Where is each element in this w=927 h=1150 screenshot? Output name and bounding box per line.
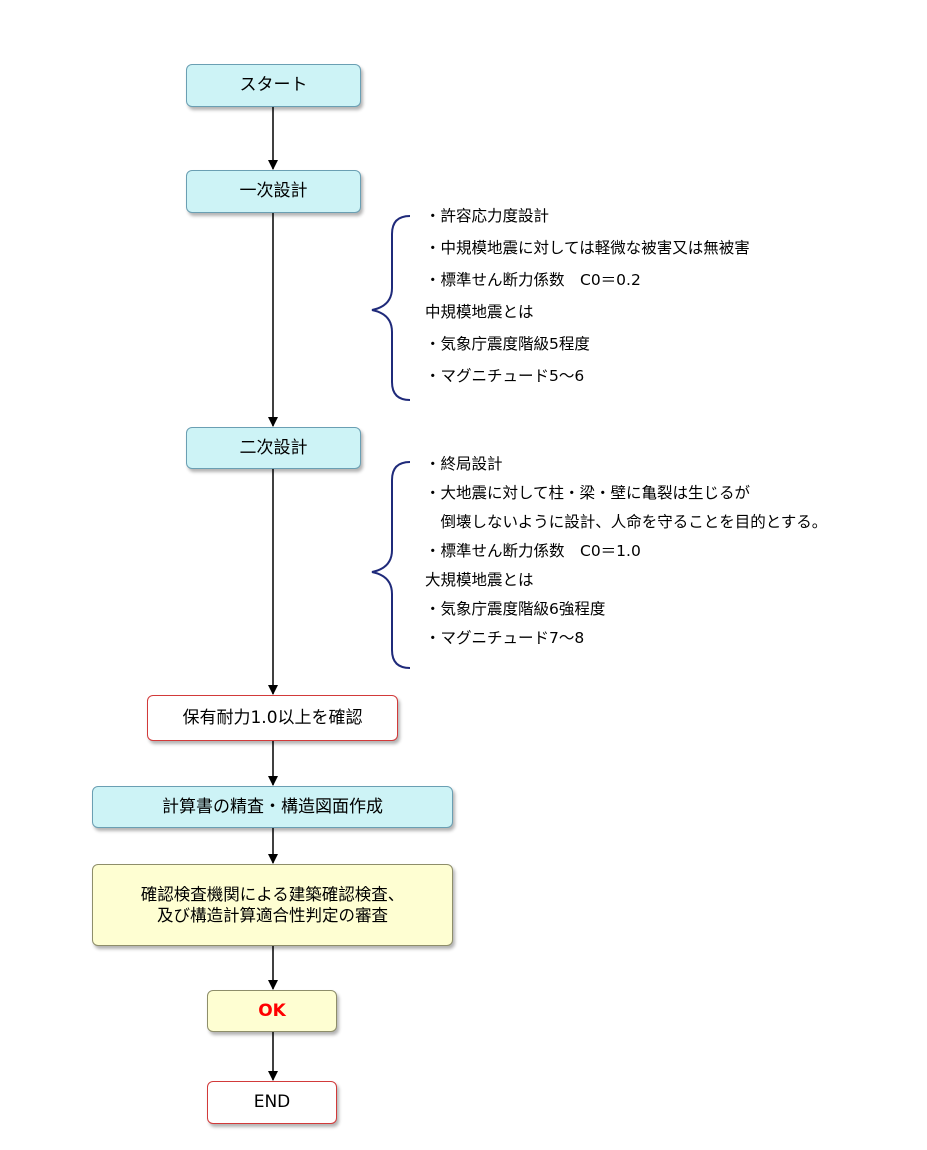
note-line: ・標準せん断力係数 C0＝1.0: [425, 541, 641, 560]
bracket-primary: [371, 215, 411, 401]
note-line: 大規模地震とは: [425, 570, 534, 589]
start-node: スタート: [186, 64, 361, 107]
end-node: END: [207, 1081, 337, 1124]
bracket-secondary: [371, 461, 411, 669]
note-line: ・中規模地震に対しては軽微な被害又は無被害: [425, 239, 750, 257]
primary-design-node: 一次設計: [186, 170, 361, 213]
note-line: ・許容応力度設計: [425, 207, 550, 225]
note-line: ・終局設計: [425, 454, 503, 473]
note-line: ・マグニチュード7～8: [425, 628, 585, 647]
ok-node: OK: [207, 990, 337, 1032]
confirm-capacity-node: 保有耐力1.0以上を確認: [147, 695, 398, 741]
secondary-design-node: 二次設計: [186, 427, 361, 469]
note-line: ・大地震に対して柱・梁・壁に亀裂は生じるが: [425, 483, 751, 502]
note-line: ・気象庁震度階級5程度: [425, 335, 590, 353]
note-line: ・マグニチュード5～6: [425, 367, 585, 385]
note-line: 倒壊しないように設計、人命を守ることを目的とする。: [425, 512, 828, 531]
note-line: ・気象庁震度階級6強程度: [425, 599, 606, 618]
inspection-node: 確認検査機関による建築確認検査、 及び構造計算適合性判定の審査: [92, 864, 453, 946]
note-line: ・標準せん断力係数 C0＝0.2: [425, 271, 641, 289]
secondary-design-notes: ・終局設計 ・大地震に対して柱・梁・壁に亀裂は生じるが 倒壊しないように設計、人…: [425, 449, 827, 652]
calc-review-node: 計算書の精査・構造図面作成: [92, 786, 453, 828]
primary-design-notes: ・許容応力度設計 ・中規模地震に対しては軽微な被害又は無被害 ・標準せん断力係数…: [425, 200, 750, 392]
note-line: 中規模地震とは: [425, 303, 534, 321]
